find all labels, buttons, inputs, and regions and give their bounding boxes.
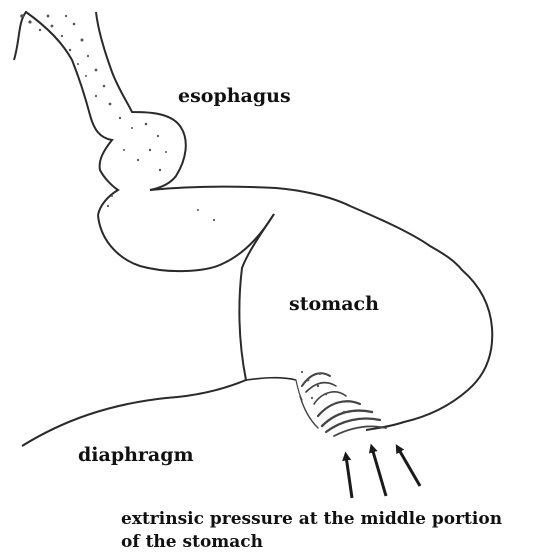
pressure-arrows bbox=[346, 448, 420, 498]
arrow-1 bbox=[346, 456, 352, 498]
stomach-label: stomach bbox=[289, 293, 379, 315]
arrow-3 bbox=[398, 448, 420, 486]
esophagus-label: esophagus bbox=[178, 85, 291, 107]
esophagus-right-wall bbox=[96, 12, 186, 190]
stomach-inner-contour bbox=[246, 378, 296, 380]
diaphragm-label: diaphragm bbox=[78, 444, 194, 466]
caption-line-1: extrinsic pressure at the middle portion bbox=[121, 508, 502, 531]
arrow-2 bbox=[372, 448, 386, 496]
pressure-caption: extrinsic pressure at the middle portion… bbox=[121, 508, 502, 554]
caption-line-2: of the stomach bbox=[121, 531, 502, 554]
diaphragm-fold bbox=[22, 214, 274, 446]
pressure-shading bbox=[296, 373, 386, 436]
stomach-upper-lobe bbox=[98, 214, 274, 271]
